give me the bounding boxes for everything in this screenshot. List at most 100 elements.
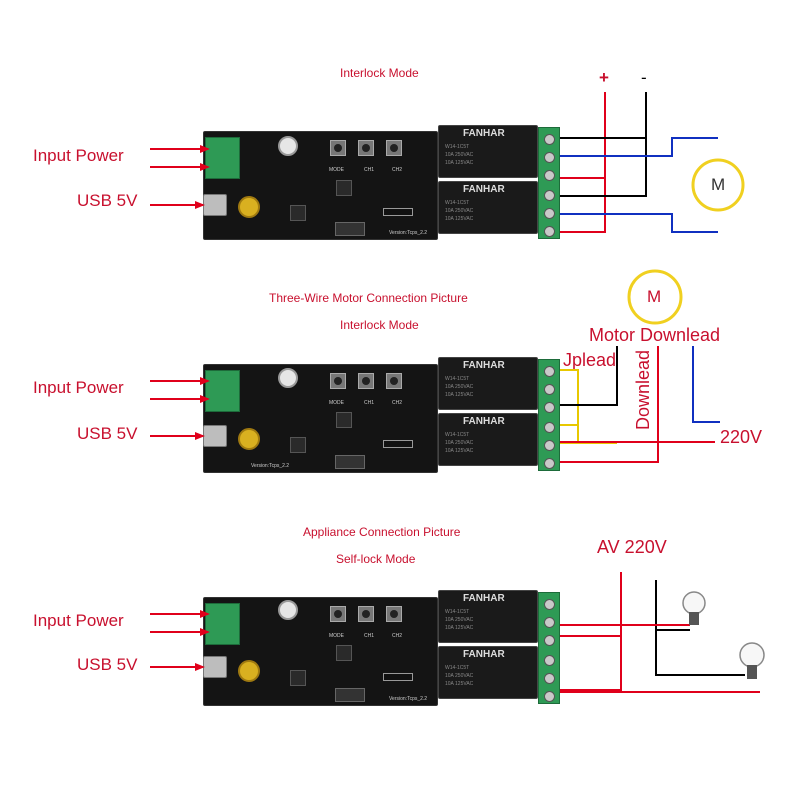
- capacitor-2: [278, 368, 298, 388]
- mode-silk-label: MODE: [329, 400, 344, 406]
- wifi-antenna-2: [335, 455, 365, 469]
- relay-spec2: 10A 125VAC: [445, 625, 474, 631]
- section1-dc-supply-wires: [560, 92, 647, 233]
- gold-capacitor-3: [238, 660, 260, 682]
- section2-motor-wires: [560, 346, 720, 463]
- section1-minus-label: -: [641, 68, 647, 87]
- section3-title: Appliance Connection Picture: [303, 525, 461, 539]
- wifi-antenna-1: [335, 222, 365, 236]
- relay-spec1: 10A 250VAC: [445, 440, 474, 446]
- mcu-chip-1: [336, 180, 352, 196]
- section1-plus-label: +: [599, 68, 609, 87]
- relay-spec1: 10A 250VAC: [445, 208, 474, 214]
- section1-motor-wires: [560, 137, 718, 233]
- relay-model: W14-1C5T: [445, 609, 470, 615]
- ch2-button-3: [386, 606, 402, 622]
- driver-chip-2: [290, 437, 306, 453]
- mcu-chip-3: [336, 645, 352, 661]
- relay-2b: FANHAR W14-1C5T 10A 250VAC 10A 125VAC: [438, 413, 538, 466]
- relay-brand: FANHAR: [463, 593, 505, 604]
- relay-terminal-1: [538, 127, 560, 239]
- section2-mode-title: Interlock Mode: [340, 318, 419, 332]
- section2-motor-label: M: [647, 287, 662, 306]
- section2-usb-label: USB 5V: [77, 424, 138, 443]
- section1-mode-title: Interlock Mode: [340, 66, 419, 80]
- pin-header-3: [383, 673, 413, 681]
- ch1-button-1: [358, 140, 374, 156]
- relay-1a: FANHAR W14-1C5T 10A 250VAC 10A 125VAC: [438, 125, 538, 178]
- relay-brand: FANHAR: [463, 416, 505, 427]
- section3-voltage-label: AV 220V: [597, 537, 667, 557]
- relay-1b: FANHAR W14-1C5T 10A 250VAC 10A 125VAC: [438, 181, 538, 234]
- ch1-silk-label: CH1: [364, 400, 375, 406]
- section2-input-power-label: Input Power: [33, 378, 124, 397]
- relay-model: W14-1C5T: [445, 144, 470, 150]
- motor-downlead-label: Motor Downlead: [589, 325, 721, 345]
- section3-load-wires: [560, 572, 760, 693]
- relay-pair-1: FANHAR W14-1C5T 10A 250VAC 10A 125VAC FA…: [438, 125, 540, 237]
- mode-silk-label: MODE: [329, 633, 344, 639]
- section3-power-wires: [150, 613, 208, 668]
- relay-brand: FANHAR: [463, 360, 505, 371]
- pin-header-2: [383, 440, 413, 448]
- bulb-icon: [682, 591, 706, 625]
- power-terminal-3: [205, 603, 240, 645]
- section2-motor: [627, 269, 683, 325]
- relay-brand: FANHAR: [463, 184, 505, 195]
- ch1-button-3: [358, 606, 374, 622]
- ch2-silk-label: CH2: [392, 400, 403, 406]
- gold-capacitor-1: [238, 196, 260, 218]
- relay-spec2: 10A 125VAC: [445, 392, 474, 398]
- relay-spec2: 10A 125VAC: [445, 681, 474, 687]
- relay-brand: FANHAR: [463, 649, 505, 660]
- relay-model: W14-1C5T: [445, 432, 470, 438]
- ch2-button-1: [386, 140, 402, 156]
- version-silk-label: Version:Tcps_2.2: [389, 230, 428, 236]
- driver-chip-1: [290, 205, 306, 221]
- relay-model: W14-1C5T: [445, 665, 470, 671]
- mode-silk-label: MODE: [329, 167, 344, 173]
- section2-voltage-label: 220V: [720, 427, 763, 447]
- section3-mode-title: Self-lock Mode: [336, 552, 416, 566]
- ch1-button-2: [358, 373, 374, 389]
- ch2-silk-label: CH2: [392, 633, 403, 639]
- relay-spec2: 10A 125VAC: [445, 216, 474, 222]
- relay-spec1: 10A 250VAC: [445, 384, 474, 390]
- section1-motor-label: M: [711, 175, 726, 194]
- driver-chip-3: [290, 670, 306, 686]
- relay-3b: FANHAR W14-1C5T 10A 250VAC 10A 125VAC: [438, 646, 538, 699]
- upload-label: Jplead: [563, 350, 617, 370]
- section3-usb-label: USB 5V: [77, 655, 138, 674]
- section1-usb-label: USB 5V: [77, 191, 138, 210]
- relay-terminal-3: [538, 592, 560, 704]
- relay-spec1: 10A 250VAC: [445, 617, 474, 623]
- relay-pair-3: FANHAR W14-1C5T 10A 250VAC 10A 125VAC FA…: [438, 590, 540, 702]
- section2-title: Three-Wire Motor Connection Picture: [269, 291, 468, 305]
- bulb-icon: [739, 642, 765, 679]
- section3-input-power-label: Input Power: [33, 611, 124, 630]
- mode-button-2: [330, 373, 346, 389]
- version-silk-label: Version:Tcps_2.2: [251, 463, 290, 469]
- relay-model: W14-1C5T: [445, 376, 470, 382]
- pin-header-1: [383, 208, 413, 216]
- ch2-button-2: [386, 373, 402, 389]
- section1-motor: [691, 158, 745, 212]
- relay-spec1: 10A 250VAC: [445, 152, 474, 158]
- power-terminal-2: [205, 370, 240, 412]
- version-silk-label: Version:Tcps_2.2: [389, 696, 428, 702]
- mode-button-3: [330, 606, 346, 622]
- relay-model: W14-1C5T: [445, 200, 470, 206]
- mcu-chip-2: [336, 412, 352, 428]
- section1-input-power-label: Input Power: [33, 146, 124, 165]
- wifi-antenna-3: [335, 688, 365, 702]
- ch1-silk-label: CH1: [364, 633, 375, 639]
- relay-spec1: 10A 250VAC: [445, 673, 474, 679]
- relay-terminal-2: [538, 359, 560, 471]
- relay-spec2: 10A 125VAC: [445, 448, 474, 454]
- relay-spec2: 10A 125VAC: [445, 160, 474, 166]
- ch1-silk-label: CH1: [364, 167, 375, 173]
- mode-button-1: [330, 140, 346, 156]
- capacitor-3: [278, 600, 298, 620]
- ch2-silk-label: CH2: [392, 167, 403, 173]
